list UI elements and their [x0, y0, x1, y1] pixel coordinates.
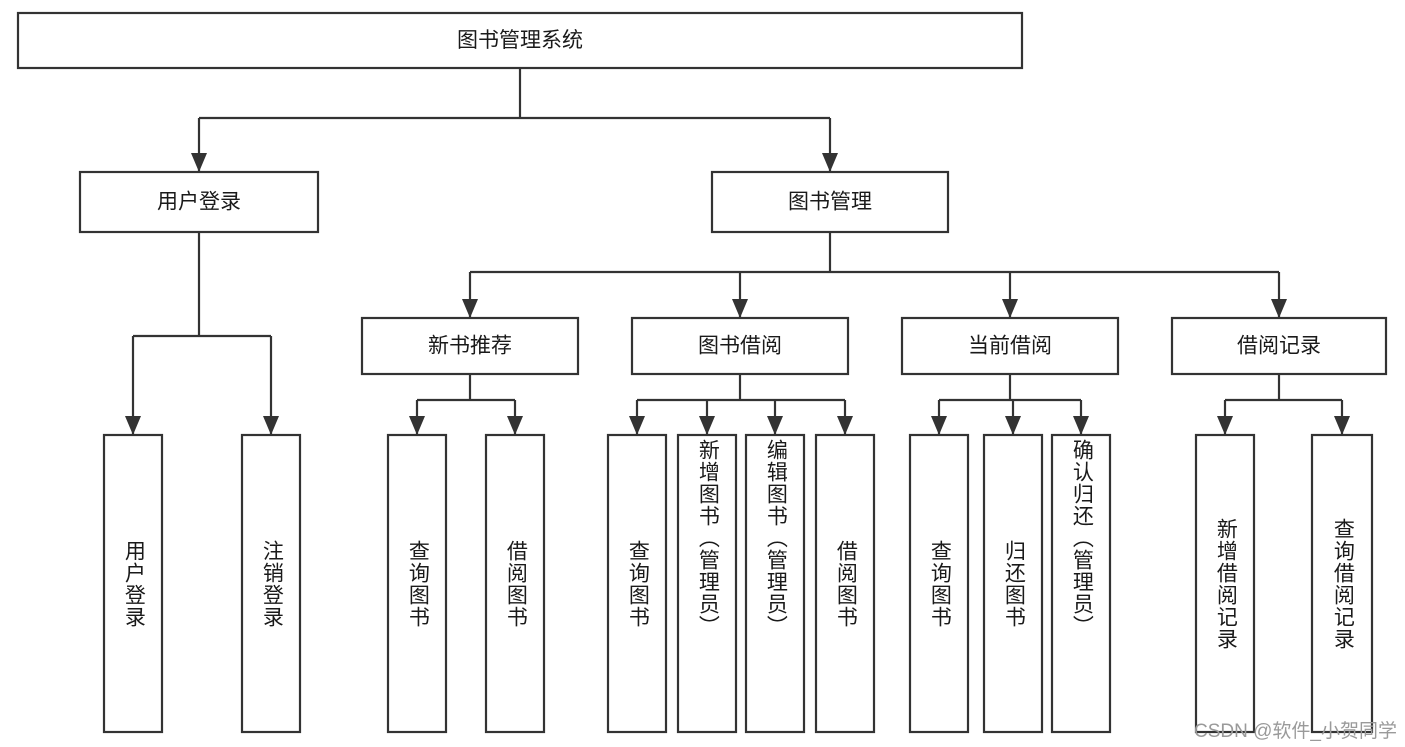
node-box-l3_4[interactable] — [1170, 316, 1388, 376]
node-box-leaf_10[interactable] — [982, 433, 1044, 734]
arrow-head-icon — [462, 299, 478, 318]
node-box-leaf_5[interactable] — [606, 433, 668, 734]
node-box-l2_1[interactable] — [78, 170, 320, 234]
node-box-leaf_2[interactable] — [240, 433, 302, 734]
node-box-layer — [16, 11, 1388, 734]
node-box-leaf_13[interactable] — [1310, 433, 1374, 734]
arrow-head-icon — [1217, 416, 1233, 435]
node-box-leaf_9[interactable] — [908, 433, 970, 734]
arrow-head-icon — [409, 416, 425, 435]
arrow-head-icon — [507, 416, 523, 435]
arrow-head-icon — [191, 153, 207, 172]
arrow-head-icon — [1271, 299, 1287, 318]
node-box-leaf_4[interactable] — [484, 433, 546, 734]
node-box-root[interactable] — [16, 11, 1024, 70]
node-label-l3_2: 图书借阅 — [698, 335, 782, 358]
node-box-leaf_1[interactable] — [102, 433, 164, 734]
arrow-head-icon — [699, 416, 715, 435]
node-box-l3_1[interactable] — [360, 316, 580, 376]
arrow-head-icon — [767, 416, 783, 435]
arrow-head-icon — [1334, 416, 1350, 435]
node-label-l2_1: 用户登录 — [157, 191, 241, 214]
node-box-leaf_11[interactable] — [1050, 433, 1112, 734]
node-label-root: 图书管理系统 — [457, 29, 583, 52]
node-label-l2_2: 图书管理 — [788, 191, 872, 214]
node-box-leaf_7[interactable] — [744, 433, 806, 734]
arrow-head-icon — [931, 416, 947, 435]
arrow-head-icon — [263, 416, 279, 435]
node-box-leaf_6[interactable] — [676, 433, 738, 734]
node-label-l3_1: 新书推荐 — [428, 335, 512, 358]
arrow-head-icon — [837, 416, 853, 435]
arrow-head-icon — [1073, 416, 1089, 435]
node-label-l3_3: 当前借阅 — [968, 335, 1052, 358]
arrow-head-icon — [732, 299, 748, 318]
arrow-head-icon — [125, 416, 141, 435]
arrow-head-icon — [629, 416, 645, 435]
node-box-leaf_8[interactable] — [814, 433, 876, 734]
node-box-l3_2[interactable] — [630, 316, 850, 376]
arrow-head-icon — [1002, 299, 1018, 318]
arrow-head-icon — [822, 153, 838, 172]
connector-layer — [125, 68, 1350, 435]
node-box-l3_3[interactable] — [900, 316, 1120, 376]
node-label-l3_4: 借阅记录 — [1237, 335, 1321, 358]
node-box-l2_2[interactable] — [710, 170, 950, 234]
node-box-leaf_12[interactable] — [1194, 433, 1256, 734]
arrow-head-icon — [1005, 416, 1021, 435]
node-box-leaf_3[interactable] — [386, 433, 448, 734]
